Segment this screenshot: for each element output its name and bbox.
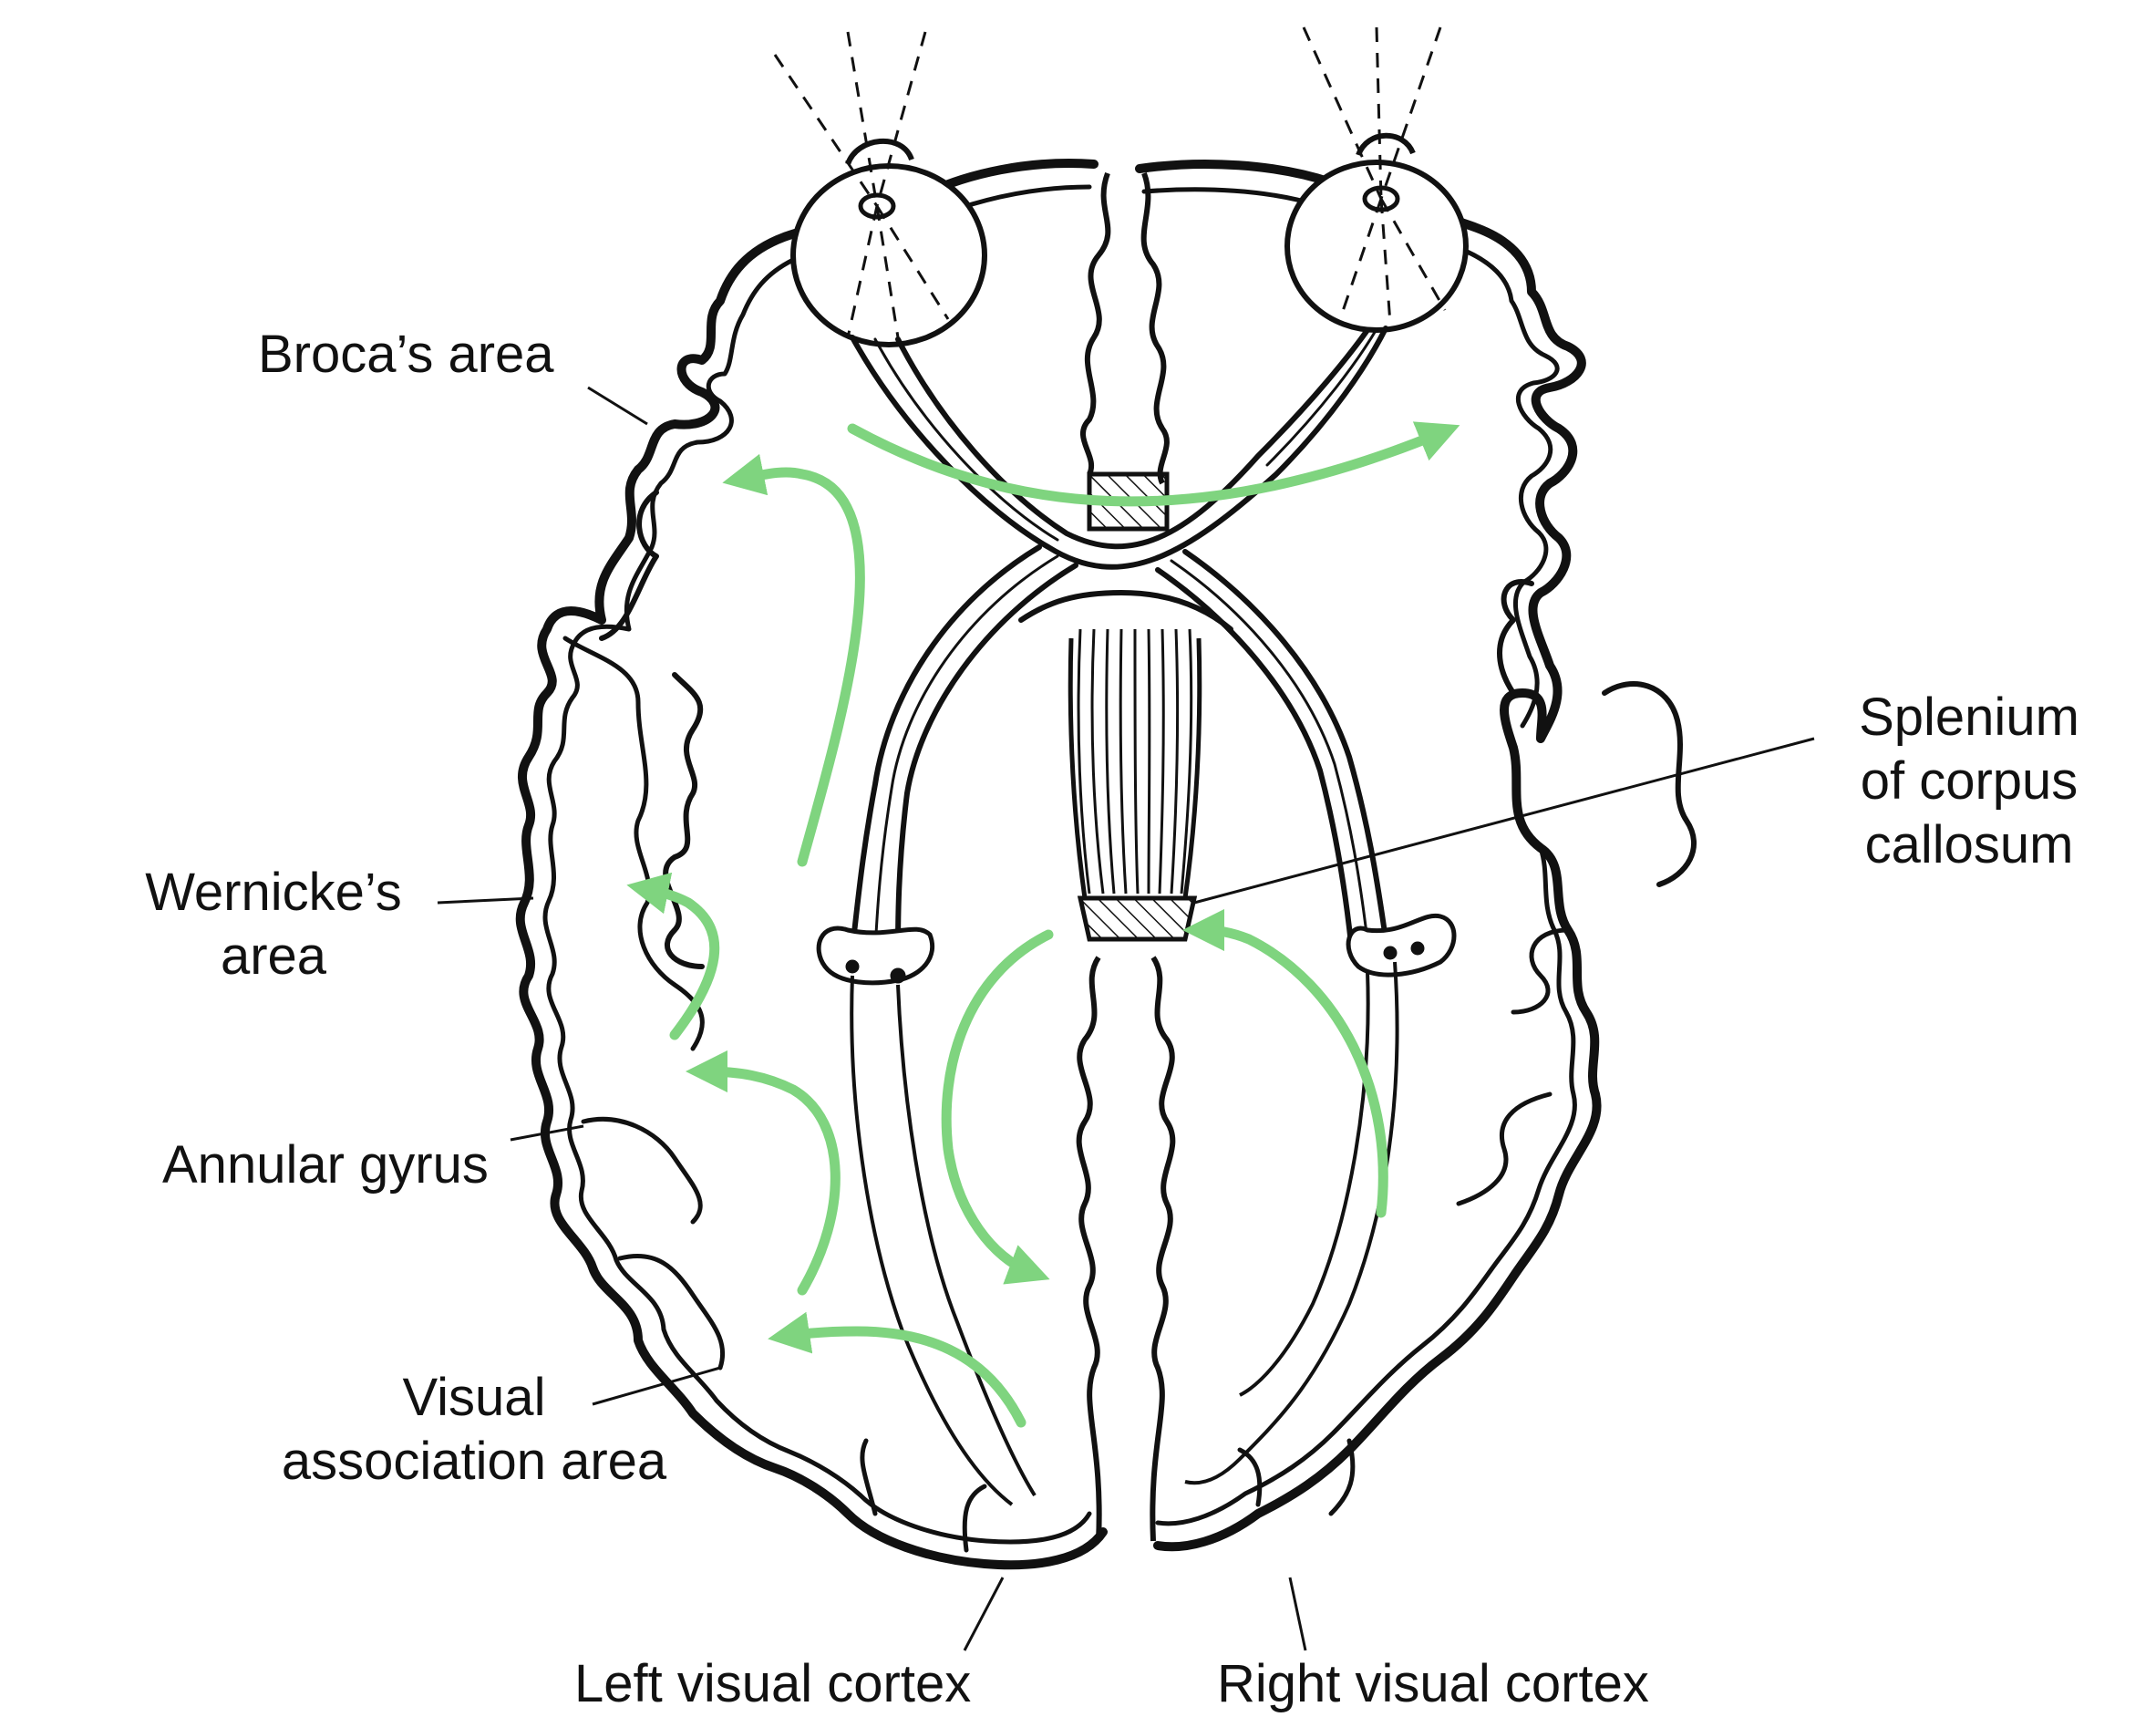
longitudinal-fissure [1079, 173, 1173, 1541]
right-eye [1287, 136, 1466, 330]
wernicke-leader [438, 898, 533, 903]
splenium-leader [1194, 739, 1814, 903]
label-broca-area: Broca’s area [258, 323, 554, 387]
corpus-callosum-fibres [1070, 629, 1200, 898]
label-splenium-line3: callosum [1814, 813, 2124, 877]
arrow-down-to-fissure [946, 935, 1048, 1272]
label-visual-association-area: Visual association area [219, 1366, 729, 1494]
arrow-up-to-splenium [1203, 930, 1383, 1213]
left-cortex-leader [965, 1577, 1003, 1650]
label-visual-assoc-line1: Visual [219, 1366, 729, 1430]
label-wernicke-line2: area [109, 925, 438, 988]
label-splenium-line1: Splenium [1814, 686, 2124, 750]
arrow-to-annular [707, 1071, 835, 1290]
label-right-visual-cortex: Right visual cortex [1217, 1652, 1649, 1716]
left-eye [793, 141, 985, 345]
arrow-to-visual-association [789, 1331, 1021, 1422]
optic-pathways [852, 328, 1386, 953]
right-cortex-leader [1290, 1577, 1305, 1650]
label-wernicke-area: Wernicke’s area [109, 861, 438, 988]
left-hemisphere-outline [521, 163, 1103, 1565]
right-hemisphere-outline [1140, 164, 1694, 1546]
label-splenium-corpus-callosum: Splenium of corpus callosum [1814, 686, 2124, 877]
splenium-block [1080, 898, 1194, 939]
broca-leader [588, 388, 647, 424]
arrow-to-broca [743, 472, 860, 862]
signal-arrows [647, 429, 1440, 1422]
label-visual-assoc-line2: association area [219, 1430, 729, 1494]
optic-radiations [851, 962, 1397, 1505]
label-annular-gyrus: Annular gyrus [162, 1133, 489, 1197]
label-left-visual-cortex: Left visual cortex [574, 1652, 971, 1716]
label-wernicke-line1: Wernicke’s [109, 861, 438, 925]
label-splenium-line2: of corpus [1814, 750, 2124, 813]
